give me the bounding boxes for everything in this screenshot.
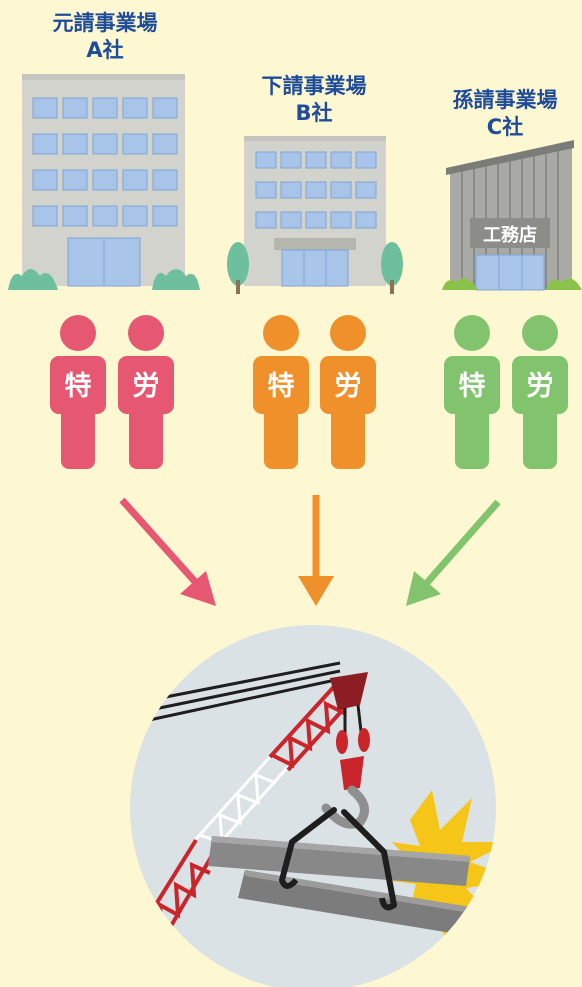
worker-a-left-label: 特 xyxy=(65,371,92,402)
worker-b-right-label: 労 xyxy=(335,371,362,402)
crane-accident-icon xyxy=(130,625,496,987)
company-b-role: 下請事業場 xyxy=(261,74,367,98)
arrow-a xyxy=(119,497,216,606)
worker-c-left xyxy=(444,315,500,469)
worker-pair-c: 特 労 xyxy=(444,315,568,469)
office-building-icon xyxy=(8,74,200,290)
worker-c-right xyxy=(512,315,568,469)
company-a-name: A社 xyxy=(86,38,124,62)
worker-a-right xyxy=(118,315,174,469)
company-c-name: C社 xyxy=(486,115,524,139)
worker-b-left-label: 特 xyxy=(268,371,295,402)
worker-b-right xyxy=(320,315,376,469)
worker-a-right-label: 労 xyxy=(133,371,160,402)
company-b-name: B社 xyxy=(295,101,333,125)
worker-pair-a: 特 労 xyxy=(50,315,174,469)
worker-b-left xyxy=(253,315,309,469)
company-b-label: 下請事業場 B社 xyxy=(244,73,384,127)
worker-c-left-label: 特 xyxy=(459,371,486,402)
worker-c-right-label: 労 xyxy=(527,371,554,402)
office-building-small-icon xyxy=(227,136,403,294)
company-a-label: 元請事業場 A社 xyxy=(35,10,175,64)
arrow-c xyxy=(406,499,501,606)
worker-pair-b: 特 労 xyxy=(253,315,376,469)
company-c-role: 孫請事業場 xyxy=(452,88,558,112)
company-c-label: 孫請事業場 C社 xyxy=(435,87,575,141)
worker-a-left xyxy=(50,315,106,469)
arrow-b xyxy=(298,495,334,606)
shop-warehouse-icon xyxy=(442,140,582,291)
shop-sign-text: 工務店 xyxy=(483,224,537,246)
company-a-role: 元請事業場 xyxy=(52,11,158,35)
